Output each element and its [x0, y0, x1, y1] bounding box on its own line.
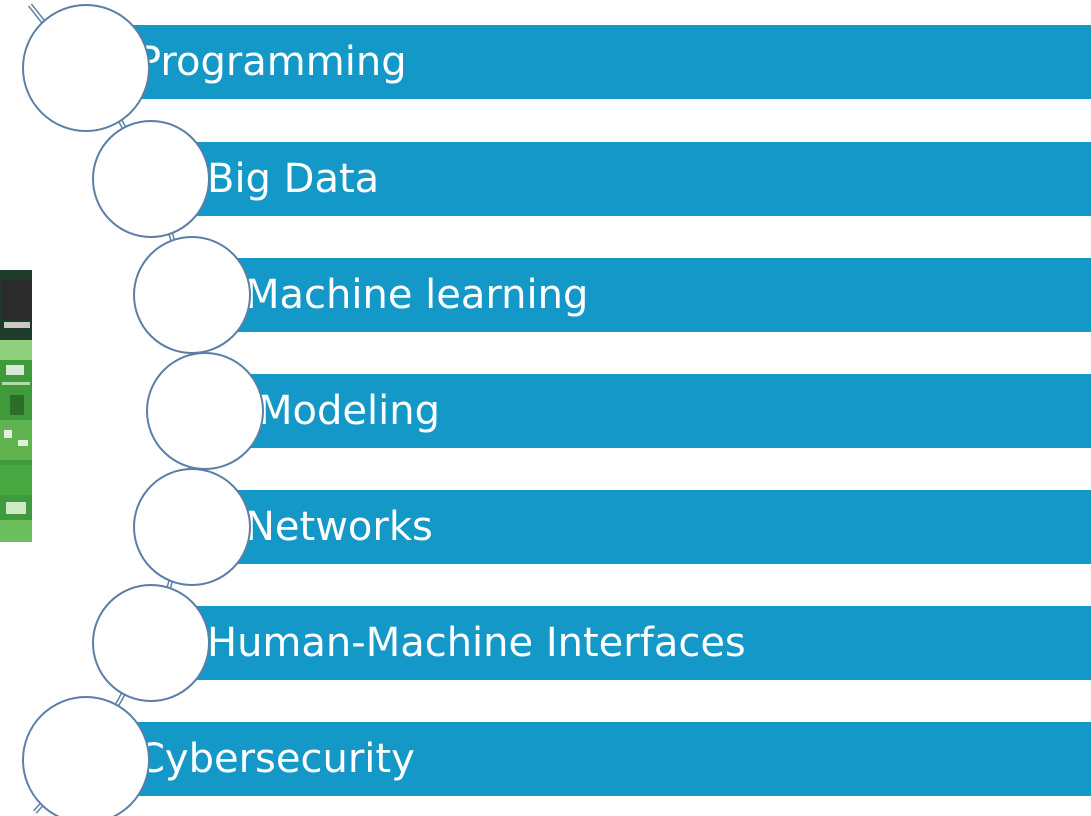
topic-bar-machine-learning: Machine learning — [205, 258, 1091, 332]
topic-label-human-machine-interfaces: Human-Machine Interfaces — [207, 620, 746, 666]
topic-bar-networks: Networks — [205, 490, 1091, 564]
topic-label-cybersecurity: Cybersecurity — [137, 736, 415, 782]
bullet-circle-modeling — [146, 352, 264, 470]
circuit-board-image — [0, 270, 32, 542]
topic-label-programming: Programming — [137, 39, 407, 85]
topic-label-machine-learning: Machine learning — [245, 272, 589, 318]
topic-label-modeling: Modeling — [258, 388, 440, 434]
bullet-circle-cybersecurity — [22, 696, 150, 816]
topic-bar-programming: Programming — [92, 25, 1091, 99]
bullet-circle-big-data — [92, 120, 210, 238]
topic-label-networks: Networks — [245, 504, 433, 550]
topic-bar-human-machine-interfaces: Human-Machine Interfaces — [165, 606, 1091, 680]
bullet-circle-programming — [22, 4, 150, 132]
topic-bar-cybersecurity: Cybersecurity — [92, 722, 1091, 796]
bullet-circle-networks — [133, 468, 251, 586]
bullet-circle-machine-learning — [133, 236, 251, 354]
bullet-circle-human-machine-interfaces — [92, 584, 210, 702]
topic-bar-modeling: Modeling — [220, 374, 1091, 448]
topic-bar-big-data: Big Data — [165, 142, 1091, 216]
topic-label-big-data: Big Data — [207, 156, 380, 202]
